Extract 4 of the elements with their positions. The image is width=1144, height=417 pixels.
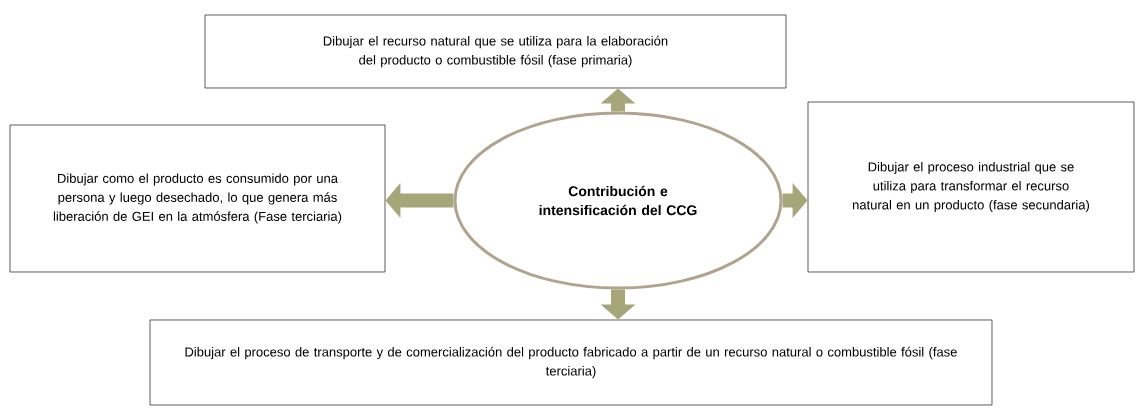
text-box: Dibujar el proceso industrial que se utiliza para transformar el recurso natural en un producto (fase secundaria)	[807, 101, 1135, 273]
text-box: Dibujar como el producto es consumido por una persona y luego desechado, lo que genera más liberación de GEI en la atmósfera (Fase terciaria)	[9, 124, 386, 273]
text-box: Dibujar el proceso de transporte y de comercialización del producto fabricado a partir de un recurso natural o combustible fósil (fase terciaria)	[149, 319, 993, 406]
text-box: Dibujar el recurso natural que se utiliza para la elaboración del producto o combustible fósil (fase primaria)	[204, 14, 787, 89]
